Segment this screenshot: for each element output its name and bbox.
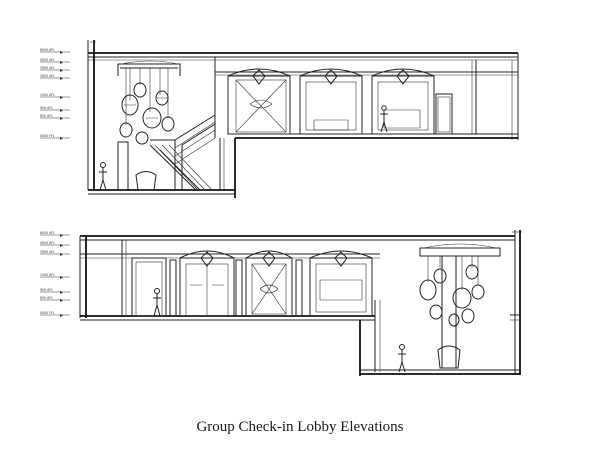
column-with-urn (117, 141, 157, 191)
arch-pendants (227, 68, 435, 85)
level-marker: 850 AFL ▶ (40, 296, 70, 303)
human-figure (398, 344, 406, 373)
svg-text:▶: ▶ (60, 60, 64, 65)
svg-text:0000 FFL: 0000 FFL (40, 311, 55, 315)
top-level-markers: 6000 AFL▶ 4500 AFL▶ 3500 AFL▶ 3000 AFL▶ … (40, 48, 70, 141)
level-marker: 3500 AFL ▶ (40, 250, 70, 257)
level-marker: 3000 AFL ▶ (40, 74, 70, 81)
top-atrium-frame (117, 57, 216, 138)
staircase (149, 114, 225, 191)
reception-bays (227, 60, 477, 135)
bottom-elevation: 6000 AFL▶ 4500 AFL▶ 3500 AFL▶ 1500 AFL▶ … (40, 230, 522, 376)
bottom-floor (80, 300, 520, 376)
svg-text:▶: ▶ (60, 233, 64, 238)
svg-text:▶: ▶ (60, 108, 64, 113)
svg-text:▶: ▶ (60, 116, 64, 121)
svg-text:850 AFL: 850 AFL (40, 114, 53, 118)
svg-text:900 AFL: 900 AFL (40, 106, 53, 110)
bottom-bays (121, 240, 373, 317)
svg-text:0000 FFL: 0000 FFL (40, 134, 55, 138)
svg-text:▶: ▶ (60, 136, 64, 141)
level-marker: 0000 FFL ▶ (40, 134, 70, 141)
level-marker: 0000 FFL ▶ (40, 311, 70, 318)
svg-text:▶: ▶ (60, 275, 64, 280)
svg-text:900 AFL: 900 AFL (40, 288, 53, 292)
svg-text:6000 AFL: 6000 AFL (40, 231, 55, 235)
svg-text:▶: ▶ (60, 252, 64, 257)
svg-text:6000 AFL: 6000 AFL (40, 48, 55, 52)
svg-text:▶: ▶ (60, 243, 64, 248)
svg-text:850 AFL: 850 AFL (40, 296, 53, 300)
svg-text:1500 AFL: 1500 AFL (40, 273, 55, 277)
chandelier-cluster (419, 256, 485, 327)
svg-text:▶: ▶ (60, 50, 64, 55)
svg-text:▶: ▶ (60, 95, 64, 100)
level-marker: 850 AFL ▶ (40, 114, 70, 121)
level-marker: 900 AFL ▶ (40, 106, 70, 113)
svg-text:4500 AFL: 4500 AFL (40, 58, 55, 62)
svg-text:▶: ▶ (60, 76, 64, 81)
level-marker: 900 AFL ▶ (40, 288, 70, 295)
human-figure (99, 162, 107, 191)
top-elevation: 6000 AFL▶ 4500 AFL▶ 3500 AFL▶ 3000 AFL▶ … (40, 40, 519, 198)
level-marker: 6000 AFL ▶ (40, 231, 70, 238)
svg-text:▶: ▶ (60, 290, 64, 295)
level-marker: 1500 AFL ▶ (40, 93, 70, 100)
svg-text:▶: ▶ (60, 298, 64, 303)
level-marker: 3500 AFL ▶ (40, 66, 70, 73)
human-figure (380, 105, 388, 133)
bottom-arch-pendants (179, 250, 373, 267)
drawing-caption: Group Check-in Lobby Elevations (196, 419, 404, 435)
level-marker: 6000 AFL ▶ (40, 48, 70, 55)
svg-text:3500 AFL: 3500 AFL (40, 250, 55, 254)
bottom-level-markers: 6000 AFL▶ 4500 AFL▶ 3500 AFL▶ 1500 AFL▶ … (40, 231, 70, 318)
svg-text:4500 AFL: 4500 AFL (40, 241, 55, 245)
level-marker: 1500 AFL ▶ (40, 273, 70, 280)
svg-text:▶: ▶ (60, 68, 64, 73)
svg-text:3500 AFL: 3500 AFL (40, 66, 55, 70)
human-figure (153, 288, 161, 317)
svg-text:▶: ▶ (60, 313, 64, 318)
bottom-slab (79, 230, 522, 375)
chandelier-cluster (119, 68, 175, 145)
level-marker: 4500 AFL ▶ (40, 58, 70, 65)
top-floor (88, 133, 518, 198)
svg-text:1500 AFL: 1500 AFL (40, 93, 55, 97)
top-slab (87, 40, 519, 190)
bottom-atrium-frame (419, 243, 501, 369)
svg-text:3000 AFL: 3000 AFL (40, 74, 55, 78)
level-marker: 4500 AFL ▶ (40, 241, 70, 248)
